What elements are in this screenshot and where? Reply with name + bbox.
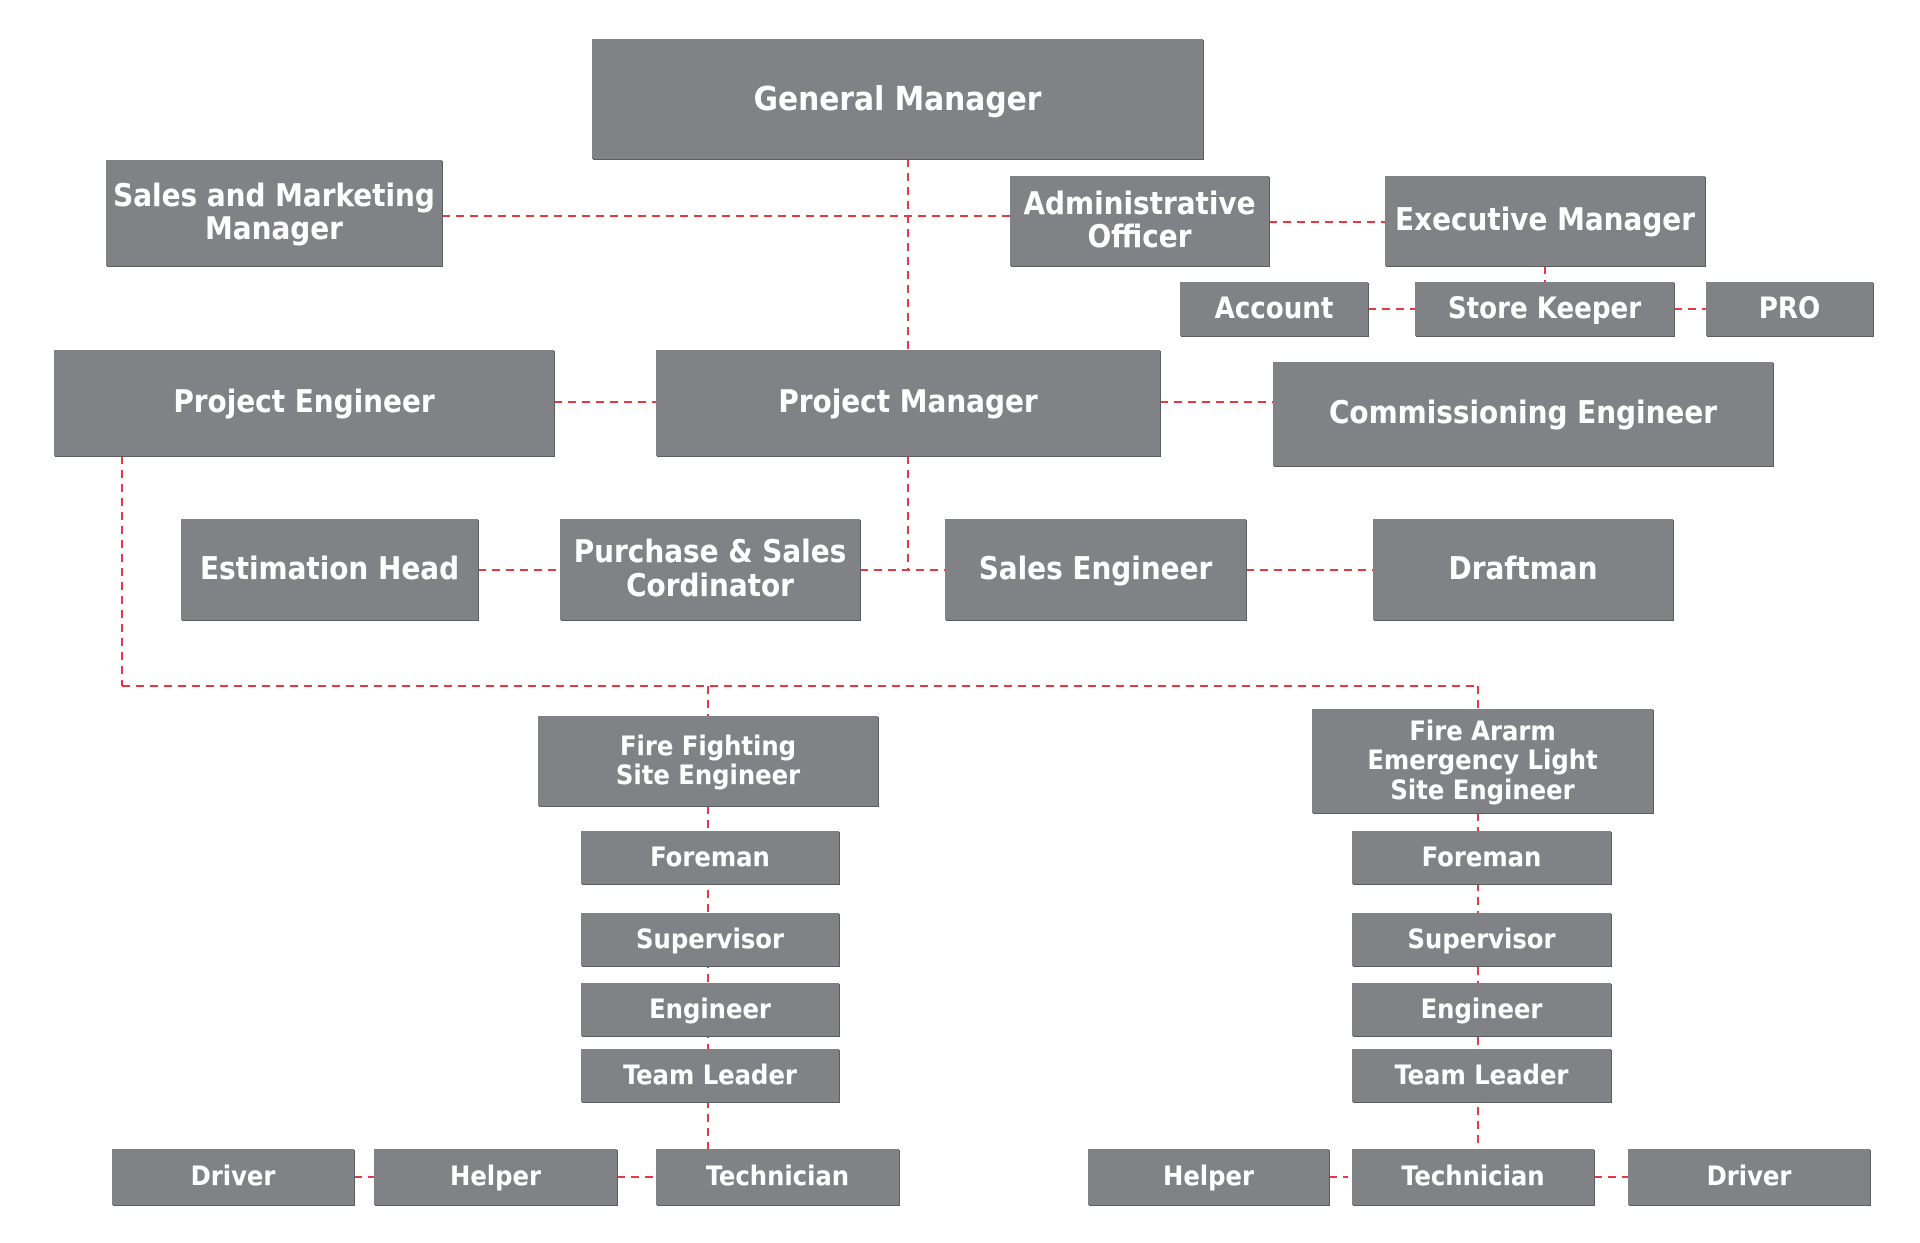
box-project-manager: Project Manager	[656, 350, 1160, 456]
box-ff-supervisor: Supervisor	[581, 913, 839, 966]
box-sales-engineer: Sales Engineer	[945, 519, 1246, 620]
box-pro: PRO	[1706, 282, 1873, 336]
box-commissioning-engineer: Commissioning Engineer	[1273, 362, 1773, 466]
box-ff-team-leader: Team Leader	[581, 1049, 839, 1102]
box-fa-helper: Helper	[1088, 1149, 1329, 1205]
box-fa-team-leader: Team Leader	[1352, 1049, 1611, 1102]
box-sales-marketing-manager: Sales and Marketing Manager	[106, 160, 442, 266]
box-ff-technician: Technician	[656, 1149, 899, 1205]
box-fa-driver: Driver	[1628, 1149, 1870, 1205]
box-ff-helper: Helper	[374, 1149, 617, 1205]
box-fa-engineer: Engineer	[1352, 983, 1611, 1036]
box-account: Account	[1180, 282, 1368, 336]
box-fa-technician: Technician	[1352, 1149, 1594, 1205]
box-administrative-officer: Administrative Officer	[1010, 176, 1269, 266]
box-purchase-sales-coordinator: Purchase & Sales Cordinator	[560, 519, 860, 620]
box-general-manager: General Manager	[592, 39, 1203, 159]
box-executive-manager: Executive Manager	[1385, 176, 1705, 266]
box-ff-foreman: Foreman	[581, 831, 839, 884]
box-ff-driver: Driver	[112, 1149, 354, 1205]
box-project-engineer: Project Engineer	[54, 350, 554, 456]
box-ff-site-engineer: Fire Fighting Site Engineer	[538, 716, 878, 806]
box-draftman: Draftman	[1373, 519, 1673, 620]
box-fa-supervisor: Supervisor	[1352, 913, 1611, 966]
box-ff-engineer: Engineer	[581, 983, 839, 1036]
box-store-keeper: Store Keeper	[1415, 282, 1674, 336]
box-fa-site-engineer: Fire Ararm Emergency Light Site Engineer	[1312, 709, 1653, 813]
box-estimation-head: Estimation Head	[181, 519, 478, 620]
box-fa-foreman: Foreman	[1352, 831, 1611, 884]
